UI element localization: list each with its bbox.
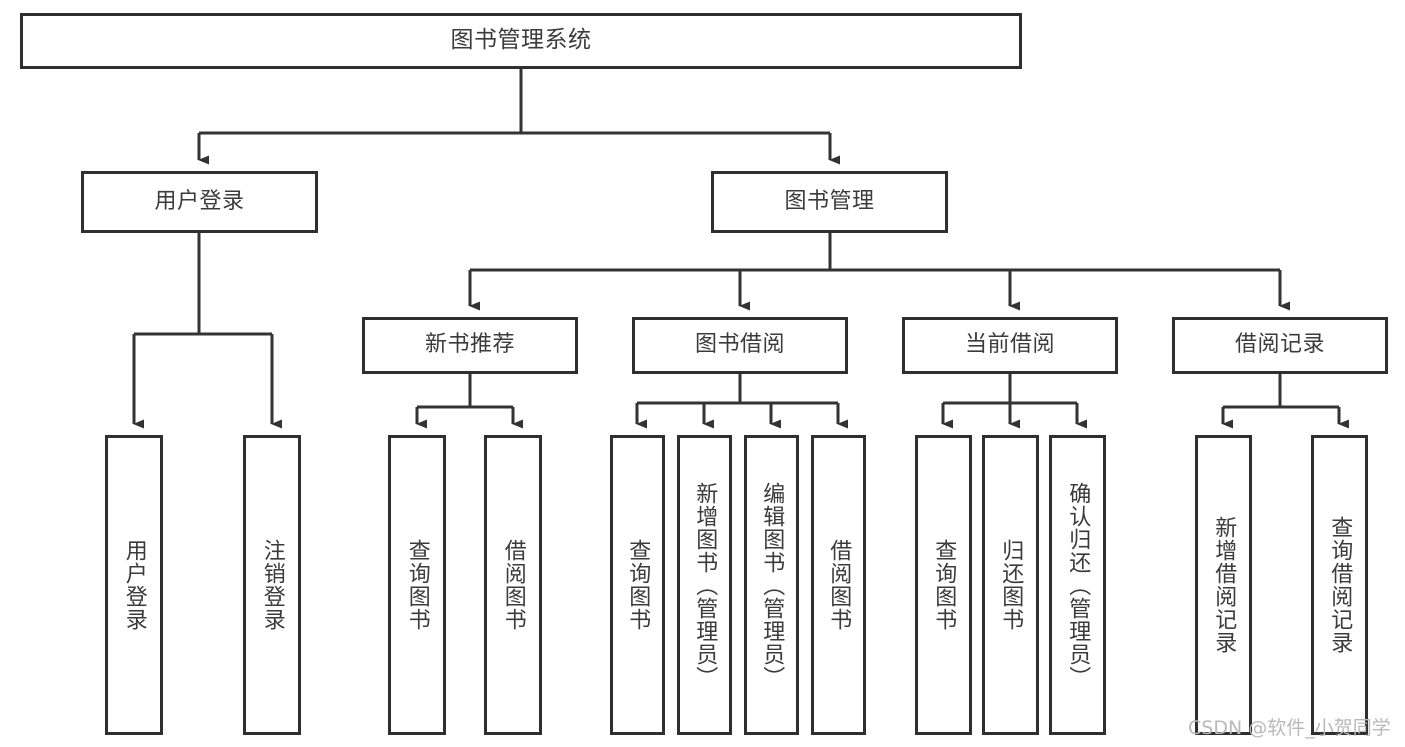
node-leaf-borrow-book-1-label: 借阅图书	[500, 539, 526, 631]
node-current-borrow-label: 当前借阅	[964, 332, 1055, 358]
node-root[interactable]: 图书管理系统	[20, 13, 1022, 69]
node-user-login-label: 用户登录	[154, 188, 245, 214]
node-new-book-recommend[interactable]: 新书推荐	[362, 317, 578, 374]
node-leaf-edit-book-label: 编辑图书（管理员）	[759, 481, 785, 689]
node-leaf-add-book-label: 新增图书（管理员）	[692, 481, 718, 689]
node-book-manage[interactable]: 图书管理	[711, 171, 948, 233]
node-leaf-confirm-return-label: 确认归还（管理员）	[1065, 481, 1091, 689]
node-book-borrow[interactable]: 图书借阅	[632, 317, 848, 374]
node-leaf-add-record[interactable]: 新增借阅记录	[1195, 435, 1252, 735]
node-leaf-edit-book[interactable]: 编辑图书（管理员）	[744, 435, 799, 735]
node-new-book-recommend-label: 新书推荐	[424, 332, 515, 358]
node-leaf-return-book[interactable]: 归还图书	[982, 435, 1039, 735]
node-leaf-add-book[interactable]: 新增图书（管理员）	[677, 435, 732, 735]
node-current-borrow[interactable]: 当前借阅	[902, 317, 1118, 374]
node-leaf-query-book-2[interactable]: 查询图书	[610, 435, 665, 735]
node-leaf-query-record[interactable]: 查询借阅记录	[1311, 435, 1368, 735]
watermark-text: CSDN @软件_小贺同学	[1188, 717, 1391, 739]
node-leaf-add-record-label: 新增借阅记录	[1211, 516, 1237, 654]
node-leaf-query-book-3[interactable]: 查询图书	[915, 435, 972, 735]
node-leaf-user-login[interactable]: 用户登录	[105, 435, 163, 735]
node-user-login[interactable]: 用户登录	[81, 171, 318, 233]
node-borrow-record[interactable]: 借阅记录	[1172, 317, 1388, 374]
node-leaf-query-book-1[interactable]: 查询图书	[388, 435, 446, 735]
node-leaf-borrow-book-1[interactable]: 借阅图书	[484, 435, 542, 735]
node-book-manage-label: 图书管理	[784, 188, 875, 214]
node-leaf-query-book-1-label: 查询图书	[404, 539, 430, 631]
node-leaf-logout-label: 注销登录	[259, 539, 285, 631]
node-leaf-query-book-2-label: 查询图书	[625, 539, 651, 631]
node-leaf-borrow-book-2[interactable]: 借阅图书	[811, 435, 866, 735]
node-leaf-user-login-label: 用户登录	[121, 539, 147, 631]
node-book-borrow-label: 图书借阅	[694, 332, 785, 358]
node-leaf-confirm-return[interactable]: 确认归还（管理员）	[1049, 435, 1106, 735]
node-leaf-borrow-book-2-label: 借阅图书	[826, 539, 852, 631]
node-leaf-logout[interactable]: 注销登录	[243, 435, 301, 735]
node-borrow-record-label: 借阅记录	[1234, 332, 1325, 358]
node-root-label: 图书管理系统	[450, 27, 592, 54]
node-leaf-query-book-3-label: 查询图书	[931, 539, 957, 631]
node-leaf-return-book-label: 归还图书	[998, 539, 1024, 631]
node-leaf-query-record-label: 查询借阅记录	[1327, 516, 1353, 654]
